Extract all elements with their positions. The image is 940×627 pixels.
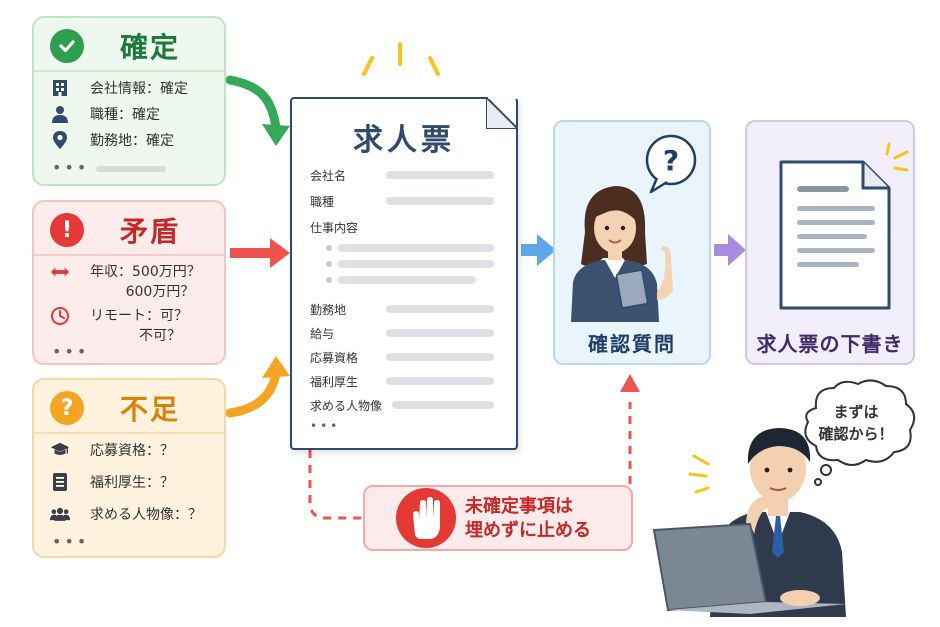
- field-bar: [392, 401, 494, 409]
- field-bar: [338, 276, 476, 284]
- confirmed-title: 確定: [120, 31, 181, 64]
- draft-label: 求人票の下書き: [756, 332, 904, 356]
- arrow-sheet-to-confirm: [521, 234, 556, 266]
- hand-stop-icon: [396, 488, 456, 548]
- arrow-confirmed-to-sheet: [225, 75, 290, 146]
- list-item: 福利厚生：？: [50, 472, 174, 492]
- field-label: 給与: [310, 327, 335, 341]
- field-bar: [386, 329, 494, 337]
- list-item: 職種：確定: [50, 104, 160, 124]
- stop-box: 未確定事項は 埋めずに止める: [363, 485, 633, 551]
- building-icon: [50, 78, 70, 98]
- field-label: 求める人物像: [310, 399, 383, 413]
- draft-document-icon: [779, 160, 891, 310]
- more-dots: •••: [52, 342, 90, 361]
- item-label: 会社情報：確定: [90, 81, 188, 97]
- man-at-laptop-illustration: [652, 428, 846, 617]
- check-icon: [50, 29, 84, 63]
- confirmed-header: 確定: [50, 24, 180, 68]
- people-icon: [50, 504, 70, 524]
- field-bar: [386, 377, 494, 385]
- arrow-confirm-to-draft: [714, 234, 746, 266]
- item-label: 福利厚生：？: [90, 475, 174, 491]
- field-bar: [386, 197, 494, 205]
- field-bar: [386, 305, 494, 313]
- bullet: [326, 261, 332, 267]
- thought-bubble: [804, 379, 916, 486]
- more-dots: •••: [52, 158, 90, 177]
- conflict-card: ! 矛盾 年収：500万円？ 600万円？ リモート：可？ 不可？ •••: [32, 200, 226, 365]
- job-sheet: 求人票 会社名 職種 仕事内容 勤務地 給与 応募資格 福利厚生 求める人物像 …: [290, 97, 518, 450]
- divider: [34, 254, 224, 256]
- question-icon: ?: [50, 391, 84, 425]
- confirmed-card: 確定 会社情報：確定 職種：確定 勤務地：確定 •••: [32, 16, 226, 186]
- bullet: [326, 245, 332, 251]
- field-label: 会社名: [310, 169, 347, 183]
- list-item: 応募資格：？: [50, 440, 174, 460]
- double-arrow-icon: [50, 262, 70, 282]
- sparkle-lines: [885, 142, 909, 172]
- confirm-question-label: 確認質問: [588, 332, 676, 356]
- more-dots: •••: [52, 532, 90, 551]
- field-bar: [338, 260, 494, 268]
- more-dots: •••: [310, 419, 341, 433]
- missing-title: 不足: [120, 393, 181, 426]
- stop-text: 未確定事項は 埋めずに止める: [465, 496, 591, 541]
- field-bar: [386, 171, 494, 179]
- question-bubble-icon: ?: [645, 134, 697, 194]
- item-label: 求める人物像：？: [90, 507, 202, 523]
- svg-text:?: ?: [663, 144, 679, 177]
- confirm-question-card: ? 確認質問: [553, 120, 711, 365]
- divider: [34, 70, 224, 72]
- item-label: 応募資格：？: [90, 443, 174, 459]
- graduation-cap-icon: [50, 440, 70, 460]
- item-label: 職種：確定: [90, 107, 160, 123]
- field-bar: [338, 244, 494, 252]
- person-icon: [50, 104, 70, 124]
- field-label: 福利厚生: [310, 375, 359, 389]
- field-label: 応募資格: [310, 351, 359, 365]
- missing-header: ? 不足: [50, 386, 180, 430]
- arrow-missing-to-sheet: [225, 356, 290, 418]
- divider: [34, 432, 224, 434]
- item-label: 年収：500万円？ 600万円？: [90, 264, 201, 300]
- thought-text: まずは 確認から！: [818, 403, 894, 443]
- document-icon: [50, 472, 70, 492]
- draft-card: 求人票の下書き: [745, 120, 915, 365]
- conflict-header: ! 矛盾: [50, 208, 180, 252]
- list-item: 年収：500万円？ 600万円？: [50, 262, 201, 302]
- field-label: 職種: [310, 195, 335, 209]
- field-bar: [386, 353, 494, 361]
- pin-icon: [50, 130, 70, 150]
- item-label: リモート：可？ 不可？: [90, 308, 188, 344]
- item-label: 勤務地：確定: [90, 133, 174, 149]
- sparkle-lines: [362, 42, 440, 76]
- list-item: リモート：可？ 不可？: [50, 306, 188, 346]
- exclamation-icon: !: [50, 213, 84, 247]
- placeholder-bar: [96, 166, 166, 172]
- folded-corner: [486, 97, 518, 129]
- missing-card: ? 不足 応募資格：？ 福利厚生：？ 求める人物像：？ •••: [32, 378, 226, 558]
- field-label: 勤務地: [310, 303, 347, 317]
- list-item: 求める人物像：？: [50, 504, 202, 524]
- bullet: [326, 277, 332, 283]
- sheet-title: 求人票: [353, 123, 455, 158]
- list-item: 勤務地：確定: [50, 130, 174, 150]
- arrow-conflict-to-sheet: [230, 238, 290, 268]
- clock-icon: [50, 306, 70, 326]
- field-label: 仕事内容: [310, 221, 359, 235]
- list-item: 会社情報：確定: [50, 78, 188, 98]
- conflict-title: 矛盾: [120, 215, 181, 248]
- woman-illustration: [571, 186, 673, 322]
